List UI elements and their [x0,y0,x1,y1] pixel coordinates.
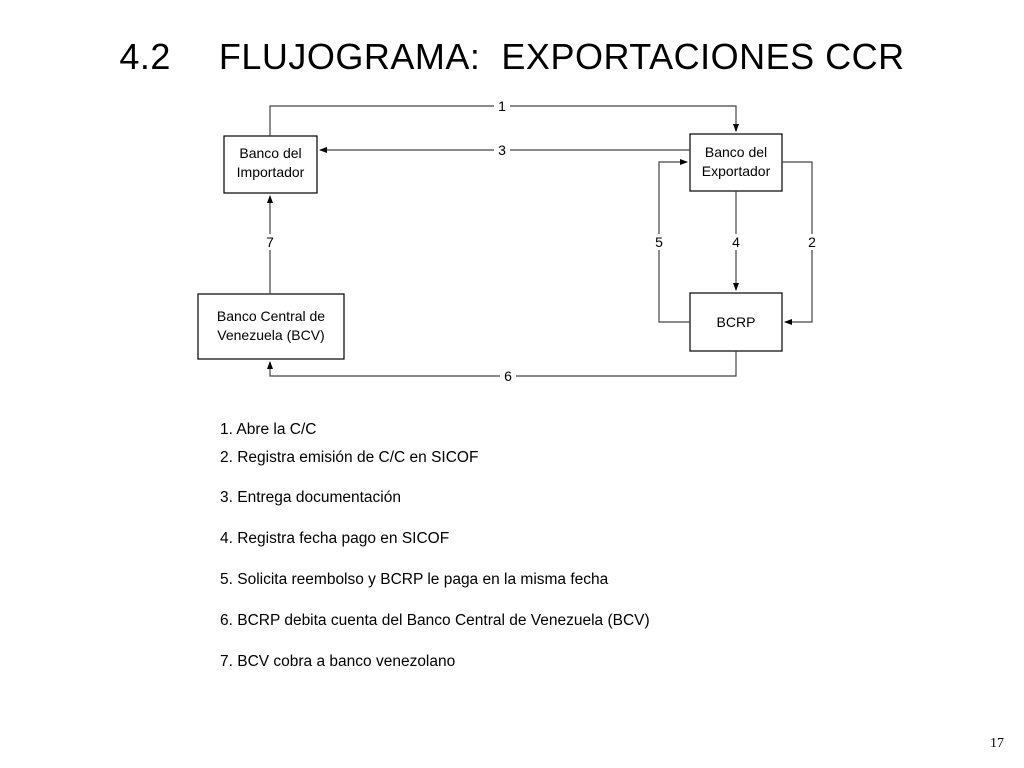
legend-item-7: 7. BCV cobra a banco venezolano [220,653,456,670]
edge-label: 1 [498,98,506,114]
edge-2: 2 [782,161,820,325]
title-number: 4.2 [119,36,171,77]
legend-item-1: 1. Abre la C/C [220,421,317,438]
node-label-line: BCRP [717,314,756,330]
edge-7: 7 [262,195,278,294]
edge-label: 4 [732,234,740,250]
page-number: 17 [990,736,1004,751]
node-label-line: Venezuela (BCV) [217,327,324,343]
edge-label: 5 [655,234,663,250]
edge-5: 5 [651,159,690,323]
node-label-line: Importador [237,164,305,180]
node-label-line: Exportador [702,163,771,179]
node-banco-exportador: Banco del Exportador [689,133,783,192]
title-text: FLUJOGRAMA: EXPORTACIONES CCR [218,36,905,77]
edge-label: 7 [266,234,274,250]
legend-item-2: 2. Registra emisión de C/C en SICOF [220,449,479,466]
node-bcv: Banco Central de Venezuela (BCV) [197,293,345,360]
node-label-line: Banco del [239,145,301,161]
node-label-line: Banco Central de [217,308,325,324]
node-bcrp: BCRP [689,292,783,352]
edge-3: 3 [319,142,690,158]
node-banco-importador: Banco del Importador [223,135,318,194]
edge-1: 1 [269,98,739,136]
legend-item-3: 3. Entrega documentación [220,489,401,506]
legend-item-6: 6. BCRP debita cuenta del Banco Central … [220,612,650,629]
node-label-line: Banco del [705,144,767,160]
edge-label: 2 [808,234,816,250]
edge-label: 6 [504,368,512,384]
legend-item-5: 5. Solicita reembolso y BCRP le paga en … [220,571,609,588]
edge-label: 3 [498,142,506,158]
legend-item-4: 4. Registra fecha pago en SICOF [220,530,450,547]
edge-6: 6 [267,351,737,384]
slide-title: 4.2 FLUJOGRAMA: EXPORTACIONES CCR [0,36,1024,78]
edge-4: 4 [728,191,744,291]
